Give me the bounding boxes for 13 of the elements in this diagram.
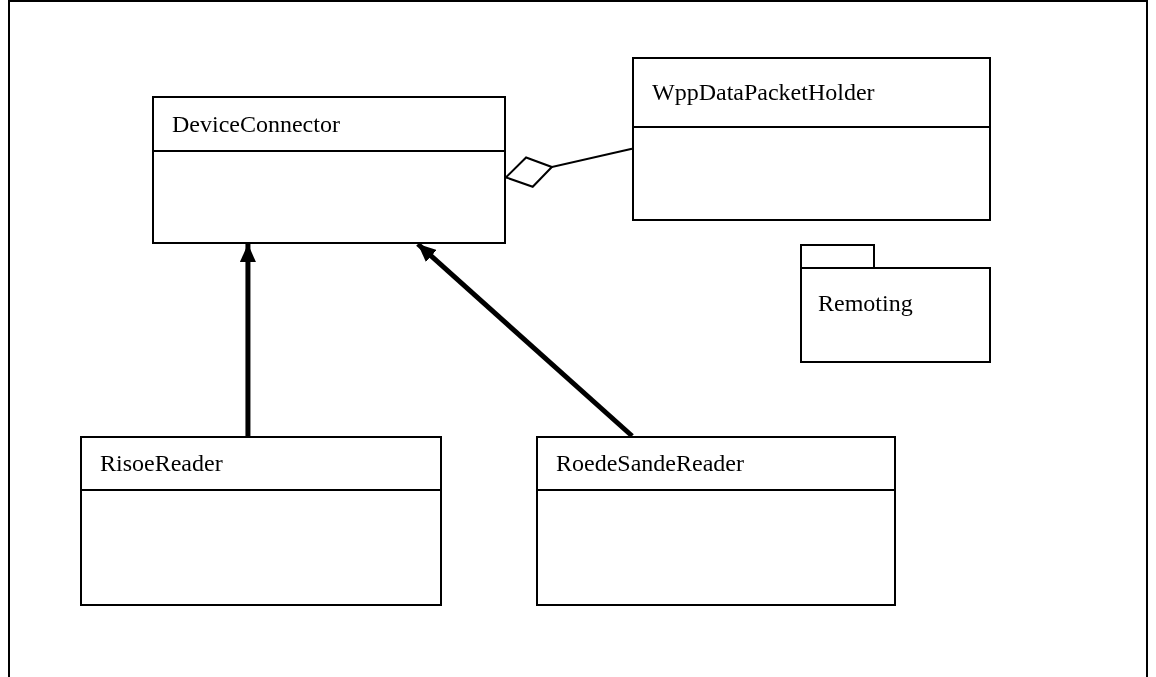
package-shape (800, 244, 991, 363)
aggregation-line (505, 147, 633, 188)
class-name: DeviceConnector (172, 110, 340, 138)
class-name: WppDataPacketHolder (652, 79, 875, 106)
class-name: RisoeReader (100, 450, 223, 477)
class-box (536, 436, 896, 606)
class-box (632, 57, 991, 221)
inheritance-arrow (239, 244, 256, 436)
class-name: RoedeSandeReader (556, 450, 744, 477)
class-name: Remoting (818, 290, 913, 316)
class-box (80, 436, 442, 606)
inheritance-arrow (416, 242, 634, 438)
class-box (152, 96, 506, 244)
